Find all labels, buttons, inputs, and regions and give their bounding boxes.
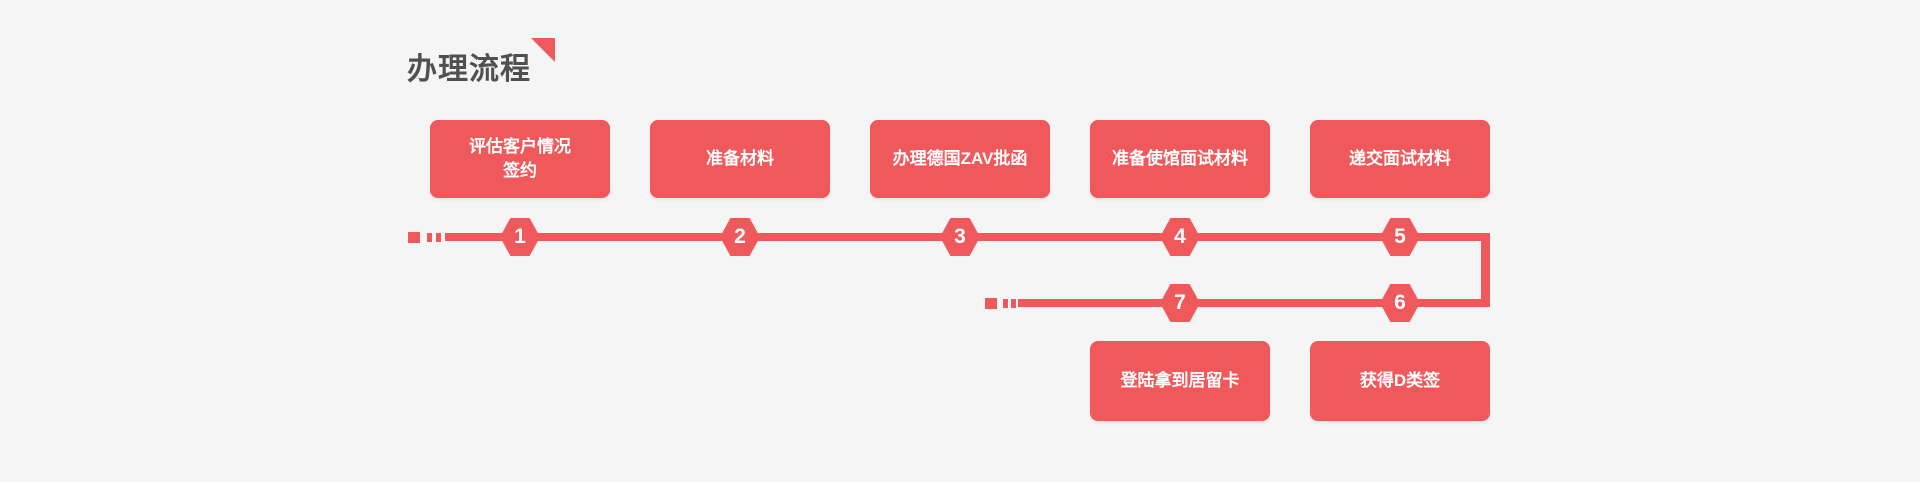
step-marker-7: 7: [1160, 284, 1200, 322]
step-marker-1-number: 1: [514, 225, 526, 248]
step-marker-4: 4: [1160, 218, 1200, 256]
step-box-4-label: 准备使馆面试材料: [1112, 149, 1248, 169]
page-title: 办理流程: [407, 53, 531, 86]
step-box-5: 递交面试材料: [1310, 120, 1490, 198]
flow-line-top-start-dash-1: [427, 233, 432, 242]
step-box-7-label: 登陆拿到居留卡: [1120, 371, 1240, 391]
flow-line-top-start-dash-2: [436, 233, 441, 242]
flow-line-bottom-start-dash-square: [985, 298, 997, 309]
title-corner-triangle-icon: [531, 38, 555, 62]
step-marker-5: 5: [1380, 218, 1420, 256]
step-box-3: 办理德国ZAV批函: [870, 120, 1050, 198]
flow-line-bottom-start-dash-1: [1003, 299, 1008, 308]
flow-line-bottom-start-dash-2: [1011, 299, 1016, 308]
flow-line-top-start-dash-square: [408, 232, 420, 243]
step-marker-2: 2: [720, 218, 760, 256]
step-box-6: 获得D类签: [1310, 341, 1490, 421]
step-box-1: 评估客户情况 签约: [430, 120, 610, 198]
step-box-4: 准备使馆面试材料: [1090, 120, 1270, 198]
step-box-7: 登陆拿到居留卡: [1090, 341, 1270, 421]
flow-line-bottom: [1018, 299, 1490, 307]
step-box-5-label: 递交面试材料: [1349, 149, 1451, 169]
step-box-2: 准备材料: [650, 120, 830, 198]
step-marker-5-number: 5: [1394, 225, 1406, 248]
step-marker-2-number: 2: [734, 225, 746, 248]
step-marker-6: 6: [1380, 284, 1420, 322]
step-marker-6-number: 6: [1394, 291, 1406, 314]
step-marker-4-number: 4: [1174, 225, 1186, 248]
step-box-6-label: 获得D类签: [1359, 371, 1441, 391]
step-marker-3-number: 3: [954, 225, 966, 248]
flow-line-connector: [1481, 233, 1490, 307]
step-box-1-label: 评估客户情况 签约: [469, 137, 571, 180]
step-box-3-label: 办理德国ZAV批函: [892, 149, 1028, 169]
step-box-2-label: 准备材料: [706, 149, 774, 169]
step-marker-3: 3: [940, 218, 980, 256]
step-marker-1: 1: [500, 218, 540, 256]
step-marker-7-number: 7: [1174, 291, 1186, 314]
